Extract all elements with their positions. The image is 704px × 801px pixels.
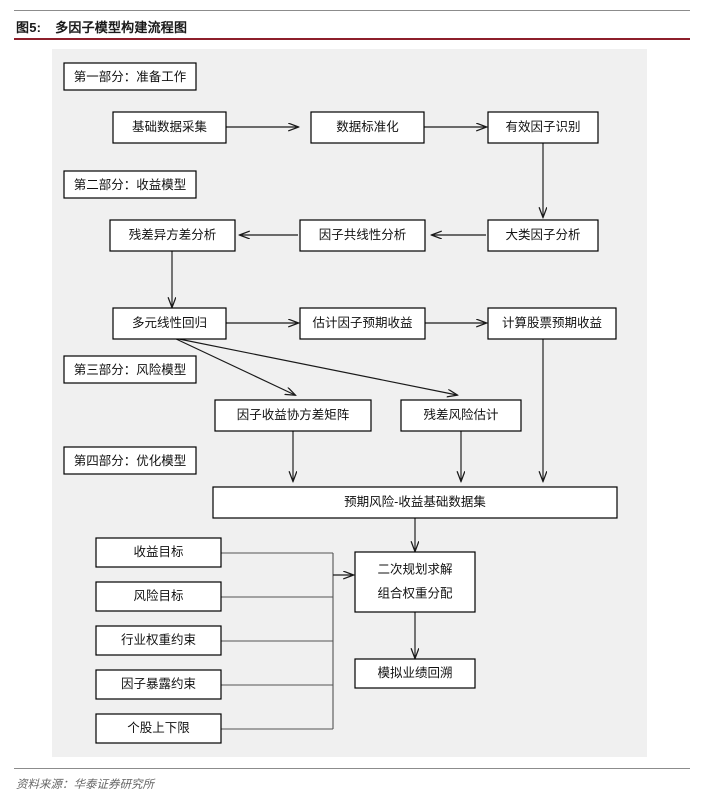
node-n9-box[interactable] [487,307,617,340]
node-n16[interactable]: 因子暴露约束 [95,669,222,700]
node-n2-box[interactable] [310,111,425,144]
node-n11-label: 残差风险估计 [423,407,498,422]
node-n1[interactable]: 基础数据采集 [112,111,227,144]
node-n7-label: 多元线性回归 [132,316,207,330]
node-n12[interactable]: 预期风险-收益基础数据集 [212,486,618,519]
node-n4-box[interactable] [109,219,236,252]
node-n18-label-line1: 二次规划求解 [377,561,452,576]
node-n9[interactable]: 计算股票预期收益 [487,307,617,340]
node-n9-label: 计算股票预期收益 [502,315,602,330]
node-n2-label: 数据标准化 [336,119,399,134]
node-n4[interactable]: 残差异方差分析 [109,219,236,252]
node-n16-box[interactable] [95,669,222,700]
node-n10[interactable]: 因子收益协方差矩阵 [214,399,372,432]
node-n8[interactable]: 估计因子预期收益 [299,307,426,340]
section-part1-label: 第一部分：准备工作 [74,69,187,84]
page-title: 多因子模型构建流程图 [55,19,188,35]
edge-n7-n11 [173,337,457,395]
edge-n7-n10 [173,337,295,395]
node-n18-box[interactable] [354,551,476,613]
node-n17[interactable]: 个股上下限 [95,713,222,744]
section-part4-label: 第四部分：优化模型 [74,453,187,468]
figure-number: 图5: [16,19,42,35]
section-part4-box [63,446,197,475]
node-n17-label: 个股上下限 [127,721,190,735]
section-part3-label: 第三部分：风险模型 [74,362,187,377]
title-rule-bottom [14,38,690,40]
section-part1-box [63,62,197,91]
node-n18[interactable]: 二次规划求解 组合权重分配 [354,551,476,613]
node-n11-box[interactable] [400,399,522,432]
node-n2[interactable]: 数据标准化 [310,111,425,144]
node-n19-box[interactable] [354,658,476,689]
node-n5-label: 因子共线性分析 [319,228,407,242]
node-n19-label: 模拟业绩回溯 [377,665,452,680]
node-n14[interactable]: 风险目标 [95,581,222,612]
node-n5[interactable]: 因子共线性分析 [299,219,426,252]
section-part2: 第二部分：收益模型 [63,170,197,199]
node-n15-box[interactable] [95,625,222,656]
node-n15-label: 行业权重约束 [121,632,197,647]
node-n18-label-line2: 组合权重分配 [377,585,453,600]
section-part3: 第三部分：风险模型 [63,355,197,384]
node-n12-box[interactable] [212,486,618,519]
node-n8-label: 估计因子预期收益 [312,316,412,330]
section-part4: 第四部分：优化模型 [63,446,197,475]
node-n11[interactable]: 残差风险估计 [400,399,522,432]
section-part2-box [63,170,197,199]
node-n15[interactable]: 行业权重约束 [95,625,222,656]
edge-layer [172,127,543,730]
node-n5-box[interactable] [299,219,426,252]
node-n14-label: 风险目标 [133,588,183,603]
node-n16-label: 因子暴露约束 [121,676,197,691]
node-n13-box[interactable] [95,537,222,568]
node-n3-label: 有效因子识别 [505,119,580,134]
section-part2-label: 第二部分：收益模型 [74,177,187,192]
section-part3-box [63,355,197,384]
node-n7-box[interactable] [112,307,227,340]
source-note: 资料来源：华泰证券研究所 [16,779,154,791]
node-n12-label: 预期风险-收益基础数据集 [344,494,486,509]
node-n8-box[interactable] [299,307,426,340]
node-n10-label: 因子收益协方差矩阵 [237,407,350,422]
node-n3-box[interactable] [487,111,599,144]
node-n6[interactable]: 大类因子分析 [487,219,599,252]
node-n10-box[interactable] [214,399,372,432]
node-n13-label: 收益目标 [133,545,183,559]
section-part1: 第一部分：准备工作 [63,62,197,91]
flowchart-canvas: 第一部分：准备工作 第二部分：收益模型 第三部分：风险模型 第四部分：优化模型 … [52,49,647,757]
node-n6-box[interactable] [487,219,599,252]
node-n3[interactable]: 有效因子识别 [487,111,599,144]
node-n1-box[interactable] [112,111,227,144]
node-n7[interactable]: 多元线性回归 [112,307,227,340]
node-n17-box[interactable] [95,713,222,744]
node-n14-box[interactable] [95,581,222,612]
footer-rule [14,768,690,769]
node-n1-label: 基础数据采集 [132,119,208,134]
figure-title: 图5: 多因子模型构建流程图 [16,15,187,37]
node-n19[interactable]: 模拟业绩回溯 [354,658,476,689]
title-rule-top [14,10,690,11]
node-n6-label: 大类因子分析 [505,228,580,242]
node-n4-label: 残差异方差分析 [129,227,217,242]
node-n13[interactable]: 收益目标 [95,537,222,568]
